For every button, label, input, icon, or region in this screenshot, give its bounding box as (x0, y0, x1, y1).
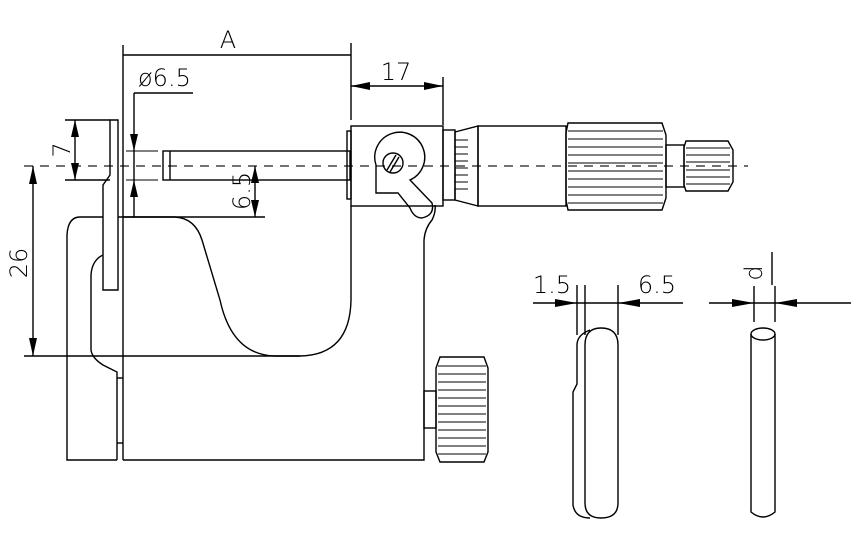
anvil-rod (162, 150, 351, 181)
dimension-diameter: ø6.5 (126, 64, 193, 217)
label-diameter: ø6.5 (138, 64, 191, 92)
dimension-6-5-vertical: 6.5 (123, 166, 265, 218)
blade-detail-view: 1.5 6.5 (533, 271, 683, 519)
frame (66, 206, 352, 461)
spindle-block (346, 125, 444, 219)
dimension-26: 26 (5, 166, 300, 357)
label-6-5-vertical: 6.5 (228, 172, 256, 210)
label-17: 17 (381, 58, 412, 86)
dimension-7: 7 (48, 119, 110, 181)
blade-anvil (102, 119, 119, 291)
label-d: d (740, 265, 768, 280)
label-1-5: 1.5 (533, 271, 571, 299)
label-26: 26 (5, 248, 33, 279)
dimension-17: 17 (351, 58, 444, 125)
pin-detail-view: d (709, 252, 851, 518)
lock-knob (423, 356, 489, 463)
label-a: A (220, 26, 236, 54)
label-7: 7 (48, 142, 76, 157)
label-6-5-blade: 6.5 (638, 271, 676, 299)
thimble (442, 122, 734, 211)
dimension-a: A (122, 26, 352, 460)
